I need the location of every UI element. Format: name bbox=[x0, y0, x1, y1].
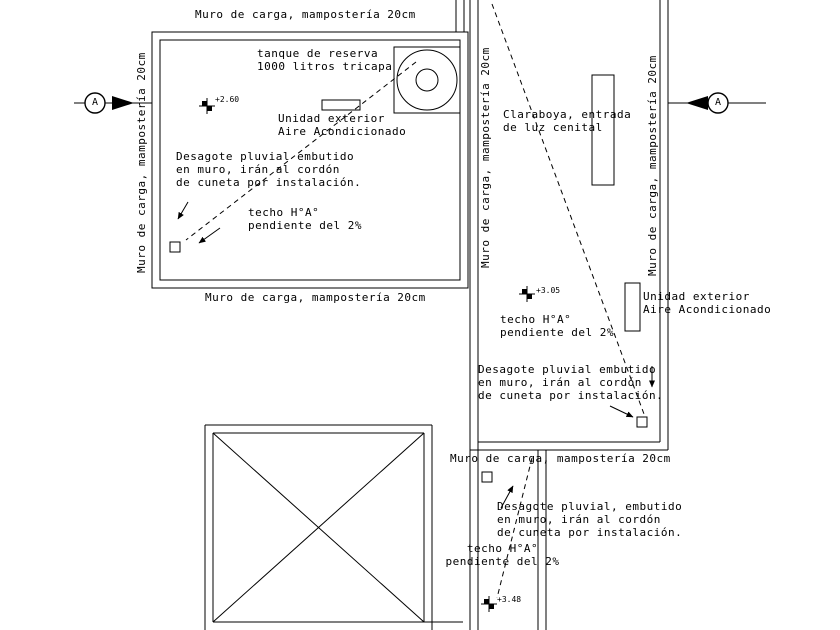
section-letter-left: A bbox=[91, 97, 99, 108]
drain-label-c: Desagote pluvial, embutido en muro, irán… bbox=[497, 500, 683, 539]
drain-square-c bbox=[481, 471, 493, 483]
roof-label-c: techo H°A° pendiente del 2% bbox=[445, 542, 560, 568]
roof-label-a: techo H°A° pendiente del 2% bbox=[248, 206, 362, 232]
building-a-walls bbox=[151, 31, 469, 289]
wall-label-right-b: Muro de carga, mampostería 20cm bbox=[646, 55, 659, 276]
wall-label-top-a: Muro de carga, mampostería 20cm bbox=[195, 8, 416, 21]
drain-square-b bbox=[636, 416, 648, 428]
section-marker-right bbox=[668, 92, 766, 114]
level-label-b: +3.05 bbox=[536, 286, 561, 295]
benchmark-symbol-c bbox=[481, 596, 497, 612]
wall-label-left-b: Muro de carga, mampostería 20cm bbox=[479, 47, 492, 268]
section-marker-left bbox=[74, 92, 152, 114]
tank-label: tanque de reserva 1000 litros tricapa bbox=[257, 47, 393, 73]
ac-unit-b bbox=[624, 282, 641, 332]
drain-label-a: Desagote pluvial embutido en muro, irán … bbox=[176, 150, 362, 189]
water-tank bbox=[393, 46, 461, 114]
level-label-c: +3.48 bbox=[497, 595, 522, 604]
corridor-walls bbox=[537, 450, 547, 630]
ac-label-b: Unidad exterior Aire Acondicionado bbox=[643, 290, 772, 316]
patio-crossed-square bbox=[204, 424, 463, 630]
ac-unit-a bbox=[321, 99, 361, 111]
drain-label-b: Desagote pluvial embutido en muro, irán … bbox=[478, 363, 664, 402]
level-label-a: +2.60 bbox=[215, 95, 240, 104]
skylight bbox=[591, 74, 615, 186]
drain-square-a bbox=[169, 241, 181, 253]
wall-label-left-a: Muro de carga, mampostería 20cm bbox=[135, 52, 148, 273]
benchmark-symbol-a bbox=[199, 98, 215, 114]
wall-label-bottom-b: Muro de carga, mampostería 20cm bbox=[450, 452, 671, 465]
benchmark-symbol-b bbox=[519, 286, 535, 302]
building-b-walls bbox=[469, 0, 669, 630]
section-letter-right: A bbox=[714, 97, 722, 108]
wall-label-bottom-a: Muro de carga, mampostería 20cm bbox=[205, 291, 426, 304]
roof-label-b: techo H°A° pendiente del 2% bbox=[500, 313, 614, 339]
top-wall-stubs bbox=[455, 0, 465, 32]
skylight-label: Claraboya, entrada de luz cenital bbox=[503, 108, 632, 134]
annotation-arrows bbox=[177, 201, 655, 509]
slope-dashed-lines bbox=[185, 3, 645, 599]
ac-label-a: Unidad exterior Aire Acondicionado bbox=[278, 112, 407, 138]
